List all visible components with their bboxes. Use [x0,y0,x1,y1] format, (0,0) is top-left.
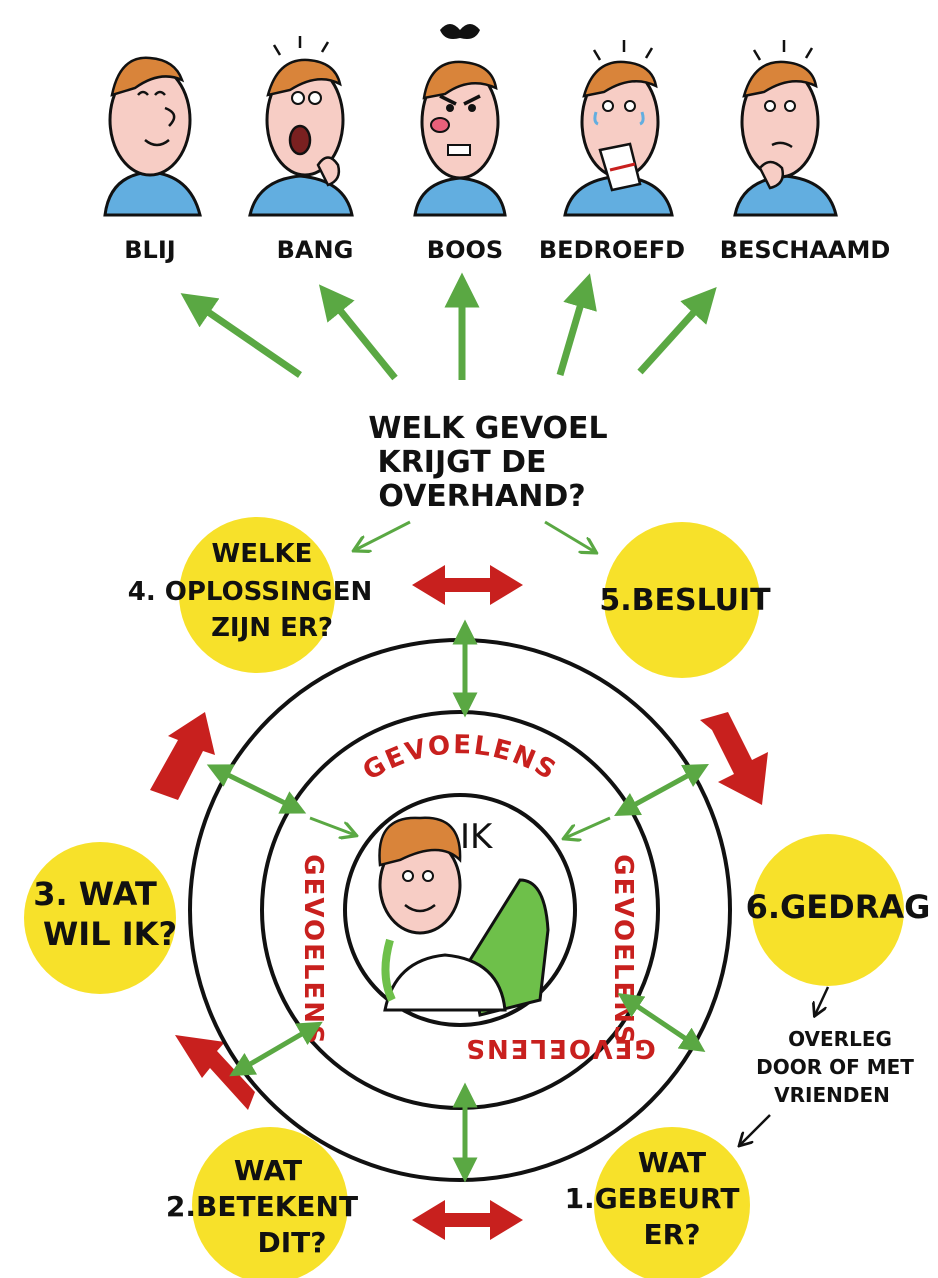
step4-line-3: ZIJN ER? [211,613,333,643]
ring-word-left: GEVOELENS [298,854,328,1045]
red-arrow-step2-to-step3 [175,1035,255,1110]
consult-note-line-2: DOOR OF MET [756,1055,914,1079]
step2-line-1: WAT [234,1154,302,1187]
step5-circle [604,522,760,678]
emotion-arrows [180,272,717,381]
inner-pointing-arrows [309,816,611,838]
green-arrow-lower-right [617,993,706,1052]
red-arrow-step4-step5 [412,565,523,605]
step6-circle [752,834,904,986]
step4-circle [179,517,335,673]
question-line-1: WELK GEVOEL [368,411,607,446]
question-line-2: KRIJGT DE [377,445,546,480]
arrow-question-to-step5 [544,520,595,552]
step2-circle [192,1127,348,1278]
ring-word-right: GEVOELENS [608,854,638,1045]
red-arrow-step3-to-step4 [150,712,215,800]
question-line-3: OVERHAND? [378,479,585,514]
emotion-label-blij: BLIJ [124,236,175,264]
emotion-label-bedroefd: BEDROEFD [539,236,685,264]
angry-face-icon [413,24,507,217]
step4-line-1: WELKE [212,539,313,569]
green-arrow-lower-left [229,1021,323,1077]
green-arrow-inner-right [565,816,611,838]
emotion-label-bang: BANG [277,236,354,264]
arrow-to-blij [180,293,302,378]
step1-line-1: WAT [638,1146,706,1179]
step3-circle [24,842,176,994]
arrow-to-beschaamd [637,287,717,375]
happy-face-icon [103,56,202,217]
arrow-to-bang [318,284,398,381]
ring-connection-arrows [206,619,709,1183]
scared-face-icon [248,36,354,217]
center-label: IK [460,817,494,857]
green-arrow-inner-left [309,816,355,835]
sad-face-icon [563,40,674,217]
red-arrow-step2-step1 [412,1200,523,1240]
consult-note-line-3: VRIENDEN [774,1083,890,1107]
step1-line-2: 1.GEBEURT [565,1182,740,1215]
green-arrow-upper-left [206,764,307,814]
red-cycle-arrows [150,565,768,1240]
arrow-question-to-step4 [355,520,411,550]
step2-line-3: DIT? [257,1226,326,1259]
step4-line-2: 4. OPLOSSINGEN [128,577,373,607]
step2-line-2: 2.BETEKENT [166,1190,358,1223]
hiker-with-backpack-icon [378,816,550,1017]
step1-circle [594,1127,750,1278]
step6-label: 6.GEDRAG [746,888,931,926]
ring-word-top: GEVOELENS [358,730,562,787]
consult-note-line-1: OVERLEG [788,1027,892,1051]
arrow-step6-to-note [815,986,830,1015]
ashamed-face-icon [733,40,838,217]
green-arrow-upper-right [614,763,709,817]
arrow-note-to-step1 [740,1114,771,1145]
emotion-label-beschaamd: BESCHAAMD [720,236,891,264]
emotion-label-boos: BOOS [427,236,503,264]
step3-line-1: 3. WAT [33,875,157,913]
arrow-to-bedroefd [556,273,597,376]
red-arrow-step5-to-step6 [700,712,768,805]
step3-line-2: WIL IK? [43,915,177,953]
step5-label: 5.BESLUIT [599,583,771,618]
ring-word-bottom-right: GEVOELENS [464,1033,655,1063]
step1-line-3: ER? [644,1218,701,1251]
